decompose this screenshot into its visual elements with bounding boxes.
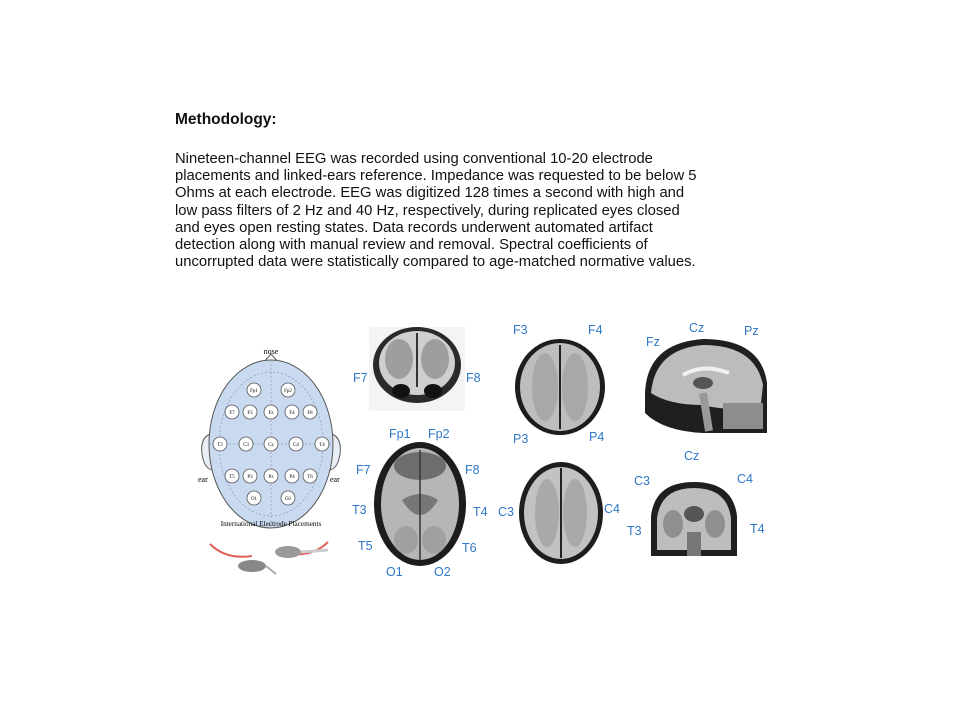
electrode-label-fp2: Fp2 (284, 389, 292, 394)
ear-right-label: ear (330, 475, 340, 484)
electrode-label-fz: Fz (269, 411, 275, 416)
label-large-o1: O1 (386, 565, 403, 579)
label-large-t6: T6 (462, 541, 477, 555)
mri-axial-top (513, 337, 607, 437)
methodology-paragraph: Nineteen-channel EEG was recorded using … (175, 151, 775, 271)
mri-sagittal (643, 333, 767, 433)
electrode-label-t4: T4 (319, 443, 325, 448)
label-axial-p3: P3 (513, 432, 529, 446)
electrode-label-fp1: Fp1 (250, 389, 258, 394)
electrode-o1 (246, 490, 262, 506)
label-mid-t4: T4 (750, 522, 765, 536)
paragraph-line: Nineteen-channel EEG was recorded using … (175, 151, 653, 167)
electrode-t3 (212, 436, 228, 452)
electrode-label-f3: F3 (247, 411, 253, 416)
electrode-label-t3: T3 (217, 443, 223, 448)
label-large-o2: O2 (434, 565, 451, 579)
electrode-pz (263, 468, 279, 484)
label-large-t3: T3 (352, 503, 367, 517)
electrode-cz (263, 436, 279, 452)
label-sagittal-pz: Pz (744, 324, 759, 338)
paragraph-line: placements and linked-ears reference. Im… (175, 168, 697, 185)
paragraph-line: uncorrupted data were statistically comp… (175, 254, 696, 271)
electrode-p3 (242, 468, 258, 484)
mri-coronal-front (369, 327, 465, 411)
label-large-t4: T4 (473, 505, 488, 519)
electrode-fp2 (280, 382, 296, 398)
electrode-label-t5: T5 (229, 475, 235, 480)
electrode-label-f4: F4 (289, 411, 295, 416)
diagram-caption: International Electrode Placements (221, 520, 322, 528)
electrode-label-o1: O1 (251, 497, 258, 502)
electrode-f8 (302, 404, 318, 420)
electrode-t5 (224, 468, 240, 484)
ear-left-label: ear (198, 475, 208, 484)
label-axial-f3: F3 (513, 323, 528, 337)
label-axial-f4: F4 (588, 323, 603, 337)
paragraph-line: low pass filters of 2 Hz and 40 Hz, resp… (175, 202, 680, 219)
electrode-t4 (314, 436, 330, 452)
label-coronal-f7: F7 (353, 371, 368, 385)
mri-coronal-mid (647, 480, 741, 556)
electrode-p4 (284, 468, 300, 484)
label-mid-c3: C3 (634, 474, 650, 488)
electrode-fz (263, 404, 279, 420)
electrode-label-c3: C3 (243, 443, 249, 448)
electrode-label-p3: P3 (247, 475, 253, 480)
paragraph-line: and eyes open resting states. Data recor… (175, 219, 653, 236)
label-axial-p4: P4 (589, 430, 605, 444)
label-mid-c4: C4 (737, 472, 753, 486)
label-mid-cz: Cz (684, 449, 700, 463)
nose-shape (263, 353, 279, 363)
label-coronal-f8: F8 (466, 371, 481, 385)
electrode-label-p4: P4 (289, 475, 295, 480)
paragraph-line: detection along with manual review and r… (175, 237, 648, 254)
electrode-fp1 (246, 382, 262, 398)
electrode-t6 (302, 468, 318, 484)
electrode-c3 (238, 436, 254, 452)
electrode-label-f7: F7 (229, 411, 235, 416)
electrode-label-f8: F8 (307, 411, 313, 416)
electrode-label-c4: C4 (293, 443, 299, 448)
mri-axial-small (518, 461, 604, 565)
label-small-c3: C3 (498, 505, 514, 519)
label-mid-t3: T3 (627, 524, 642, 538)
label-sagittal-cz: Cz (689, 321, 705, 335)
electrode-c4 (288, 436, 304, 452)
label-large-f7: F7 (356, 463, 371, 477)
label-sagittal-fz: Fz (646, 335, 660, 349)
electrode-label-o2: O2 (285, 497, 292, 502)
nose-label: nose (264, 347, 279, 356)
label-large-fp1: Fp1 (389, 427, 411, 441)
label-small-c4: C4 (604, 502, 620, 516)
label-large-t5: T5 (358, 539, 373, 553)
mri-axial-large (372, 440, 468, 568)
paragraph-line: Ohms at each electrode. EEG was digitize… (175, 185, 685, 202)
methodology-heading: Methodology: (175, 111, 277, 128)
electrode-label-cz: Cz (268, 443, 274, 448)
electrode-f4 (284, 404, 300, 420)
electrode-o2 (280, 490, 296, 506)
earpiece-image (209, 541, 329, 575)
label-large-fp2: Fp2 (428, 427, 450, 441)
electrode-f3 (242, 404, 258, 420)
electrode-label-pz: Pz (269, 475, 275, 480)
electrode-f7 (224, 404, 240, 420)
electrode-label-t6: T6 (307, 475, 313, 480)
label-large-f8: F8 (465, 463, 480, 477)
